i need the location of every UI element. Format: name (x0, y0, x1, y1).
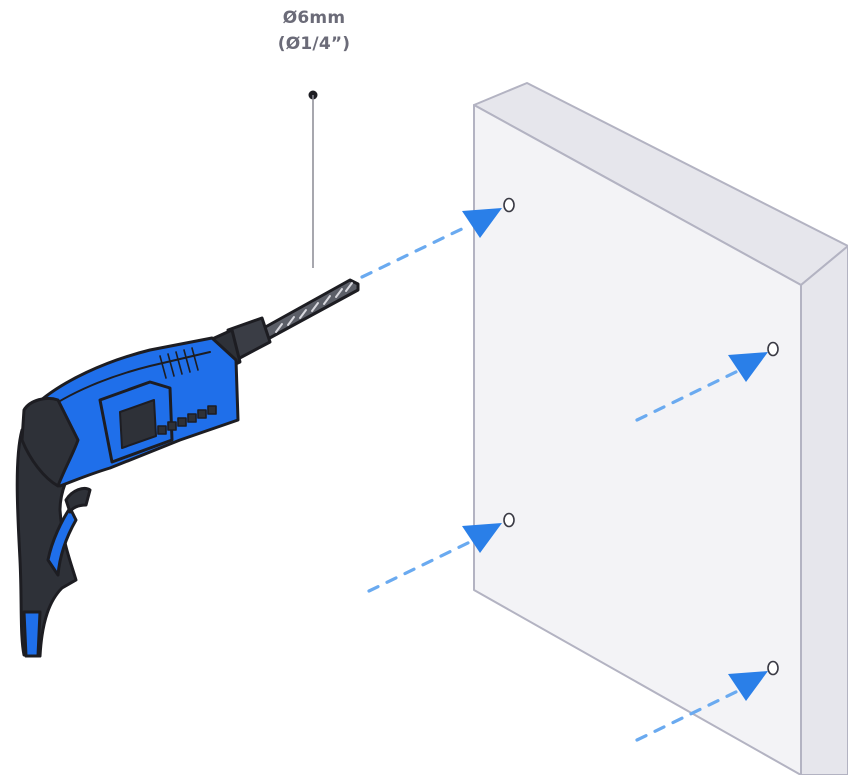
direction-arrows (360, 208, 768, 742)
drill-bit-size-label: Ø6mm (282, 8, 346, 28)
power-drill-icon (15, 278, 360, 658)
hole-icon (767, 341, 779, 357)
hole-icon (503, 512, 515, 528)
hole-icon (503, 197, 515, 213)
wall-panel (473, 82, 848, 776)
drill-bit-size-imperial-label: (Ø1/4”) (277, 34, 351, 54)
drill-bit-icon (258, 278, 360, 342)
label-leader (308, 90, 318, 268)
arrow-icon (635, 352, 768, 422)
arrow-icon (635, 671, 768, 742)
drill-holes (503, 197, 779, 676)
hole-icon (767, 660, 779, 676)
panel-side-face (800, 245, 848, 776)
drill-vents (157, 405, 217, 435)
arrow-icon (360, 208, 502, 279)
arrow-icon (367, 523, 502, 593)
